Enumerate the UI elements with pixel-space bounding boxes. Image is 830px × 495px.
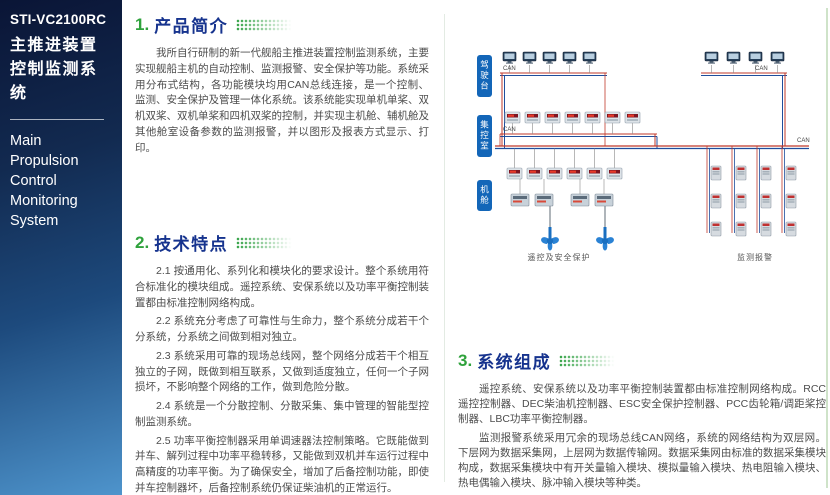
title-en-word: Control <box>10 173 57 189</box>
zone-label-control-room: 集控室 <box>477 115 492 157</box>
feature-paragraph: 2.4 系统是一个分散控制、分散采集、集中管理的智能型控制监测系统。 <box>135 400 429 428</box>
heading-decoration <box>236 18 295 31</box>
title-en-word: Propulsion <box>10 153 79 169</box>
page-edge-accent <box>826 8 828 488</box>
zone-label-bridge: 驾驶台 <box>477 55 492 97</box>
can-bus-label: CAN <box>797 138 810 144</box>
section-composition-heading: 3. 系统组成 <box>458 348 826 373</box>
section-number: 3. <box>458 350 473 370</box>
diagram-caption-monitoring-alarm: 监测报警 <box>737 253 773 262</box>
composition-paragraph: 监测报警系统采用冗余的现场总线CAN网络，系统的网络结构为双层网。下层网为数据采… <box>458 431 826 490</box>
heading-decoration <box>559 354 618 367</box>
network-wiring <box>495 65 809 233</box>
section-intro: 1. 产品简介 我所自行研制的新一代舰船主推进装置控制监测系统，主要实现舰船主机… <box>135 12 429 159</box>
product-model: STI-VC2100RC <box>10 12 107 27</box>
monitoring-module-grid <box>710 165 797 237</box>
section-number: 2. <box>135 232 150 252</box>
propeller-icon <box>541 227 559 251</box>
system-diagram: CAN CAN CAN CAN 驾驶台 集控室 机舱 遥控及安全保护 监测报警 <box>455 28 827 306</box>
title-en-word: Main <box>10 133 42 149</box>
control-room-panels <box>504 111 641 124</box>
feature-paragraph: 2.2 系统充分考虑了可靠性与生命力，整个系统分成若干个分系统，分系统之间做到相… <box>135 315 429 343</box>
section-title: 系统组成 <box>477 353 552 372</box>
title-en-word: Monitoring <box>10 193 78 209</box>
section-composition: 3. 系统组成 遥控系统、安保系统以及功率平衡控制装置都由标准控制网络构成。RC… <box>458 348 826 495</box>
product-title-cn-2: 控制监测系统 <box>10 61 98 102</box>
section-intro-heading: 1. 产品简介 <box>135 12 429 37</box>
section-features-heading: 2. 技术特点 <box>135 230 429 255</box>
feature-paragraph: 2.3 系统采用可靠的现场总线网，整个网络分成若干个相互独立的子网，既做到相互联… <box>135 349 429 394</box>
can-bus-label: CAN <box>503 66 516 72</box>
zone-label-engine-room: 机舱 <box>477 180 492 211</box>
section-title: 产品简介 <box>154 17 229 36</box>
section-title: 技术特点 <box>154 235 229 254</box>
product-title-en: Main Propulsion Control Monitoring Syste… <box>10 131 112 231</box>
can-bus-label: CAN <box>755 66 768 72</box>
sidebar-divider <box>10 119 104 120</box>
composition-paragraph: 遥控系统、安保系统以及功率平衡控制装置都由标准控制网络构成。RCC遥控控制器、D… <box>458 383 826 426</box>
section-number: 1. <box>135 14 150 34</box>
intro-paragraph: 我所自行研制的新一代舰船主推进装置控制监测系统，主要实现舰船主机的自动控制、监测… <box>135 47 429 154</box>
bridge-consoles <box>502 51 785 65</box>
sidebar: STI-VC2100RC 主推进装置 控制监测系统 Main Propulsio… <box>0 0 122 495</box>
feature-paragraph: 2.1 按通用化、系列化和模块化的要求设计。整个系统用符合标准化的模块组成。遥控… <box>135 265 429 309</box>
diagram-caption-remote-safety: 遥控及安全保护 <box>527 253 591 262</box>
section-features: 2. 技术特点 2.1 按通用化、系列化和模块化的要求设计。整个系统用符合标准化… <box>135 230 429 495</box>
title-en-word: System <box>10 213 59 229</box>
column-separator <box>444 14 445 482</box>
product-title-cn-1: 主推进装置 <box>10 37 98 54</box>
system-diagram-canvas: CAN CAN CAN CAN <box>495 51 810 251</box>
propeller-icon <box>596 227 614 251</box>
feature-paragraph: 2.5 功率平衡控制器采用单调速器法控制策略。它既能做到并车、解列过程中功率平稳… <box>135 434 429 494</box>
heading-decoration <box>236 236 295 249</box>
can-bus-label: CAN <box>503 127 516 133</box>
